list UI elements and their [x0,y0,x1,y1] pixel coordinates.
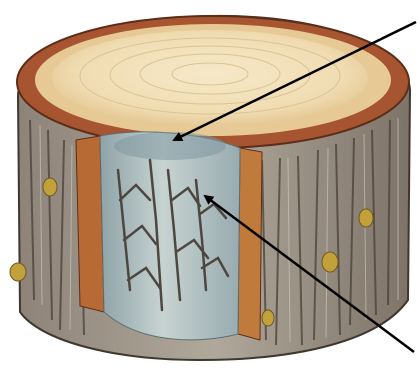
cut-edge-left [76,136,104,312]
cut-edge-right [238,148,262,340]
top-heartwood [52,30,368,126]
exposed-wood [100,132,240,340]
